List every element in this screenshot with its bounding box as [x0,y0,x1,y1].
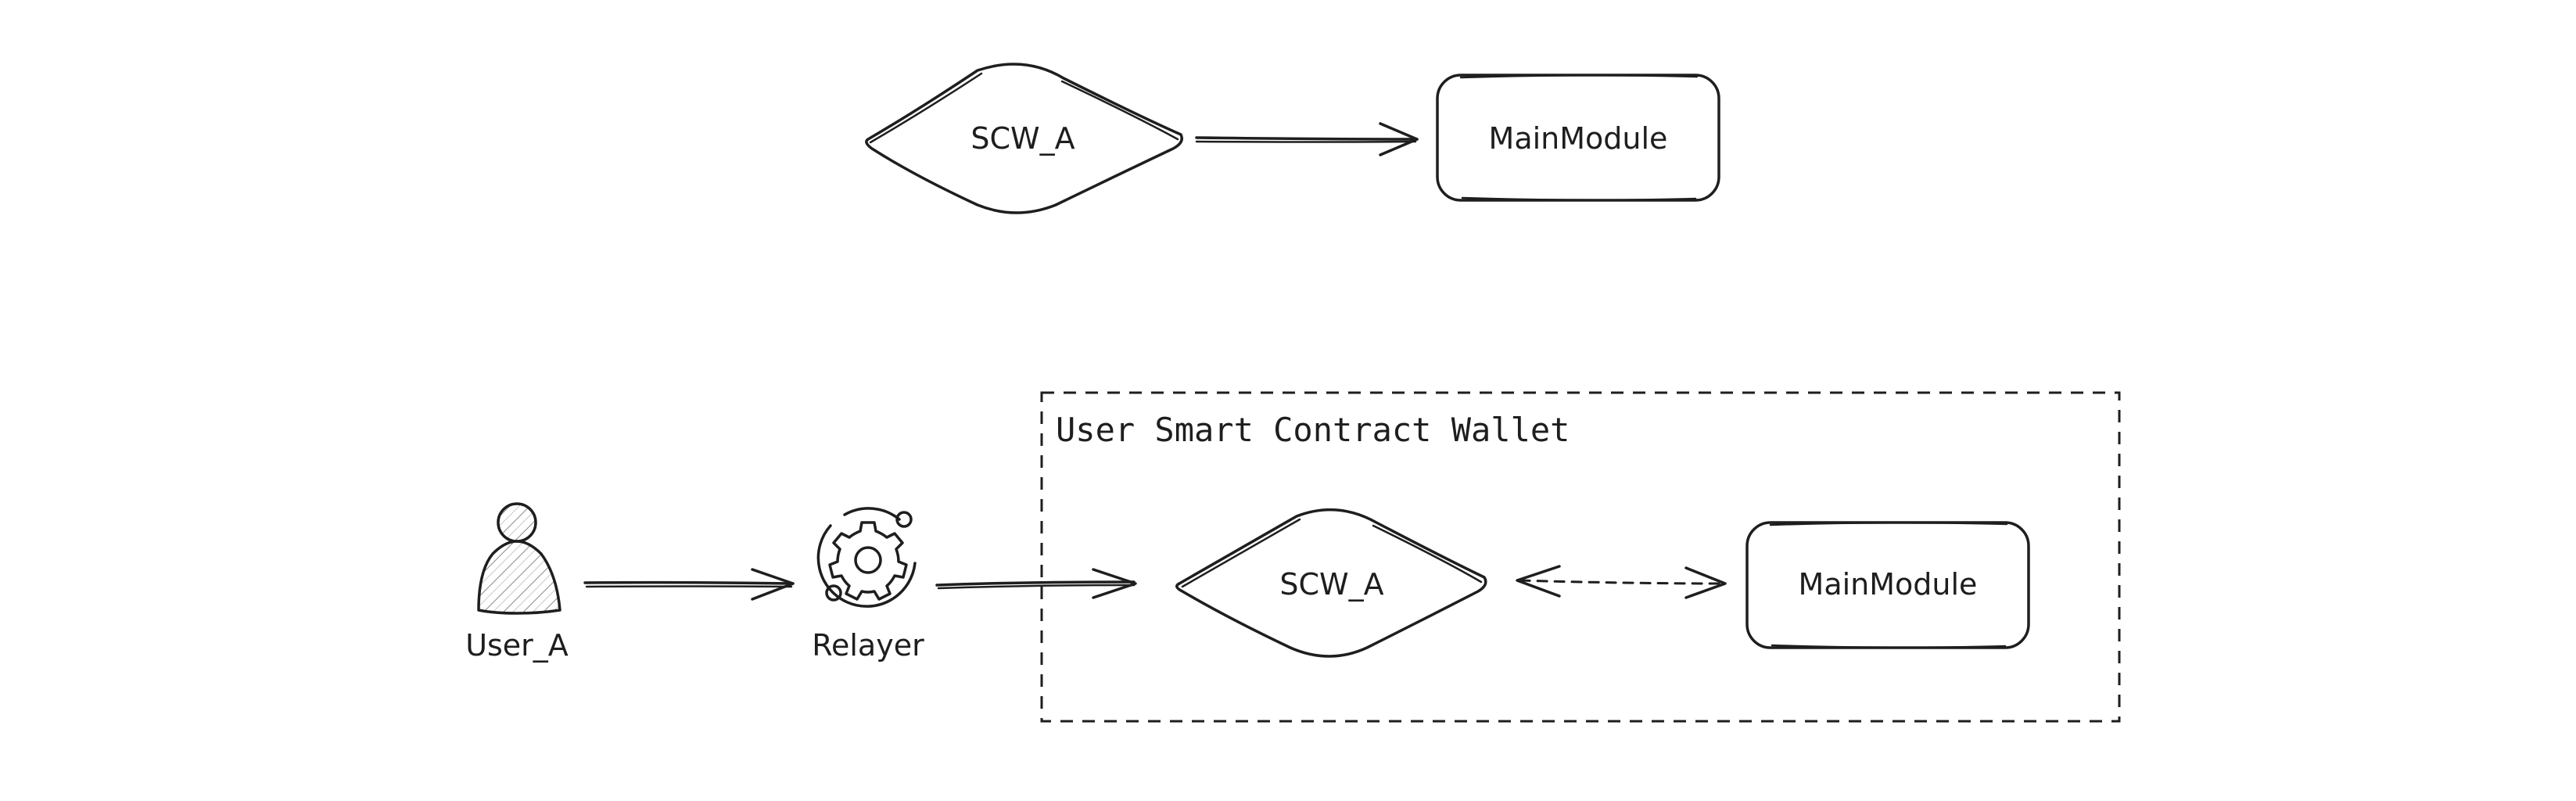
wallet-group-label: User Smart Contract Wallet [1056,411,1570,449]
bottom-contract-diamond [1175,508,1487,658]
wallet-group: User Smart Contract Wallet [1040,391,2121,723]
top-contract-diamond-sketch [869,72,1179,144]
bottom-contract-label: SCW_A [1279,567,1383,602]
gear-satellite-top [895,511,913,528]
top-module-node: MainModule [1436,74,1720,202]
person-icon-head [497,502,537,543]
relayer-arrow-line [935,580,1136,587]
bottom-module-label: MainModule [1799,567,1978,602]
top-contract-label: SCW_A [970,121,1075,156]
relayer-arrow-head [1092,568,1137,599]
contract-module-link [1516,565,1727,599]
user-arrow-line [583,580,795,585]
bidirectional-arrow-head-left [1516,565,1561,598]
gear-satellite-bottom [825,584,842,602]
top-module-label: MainModule [1489,121,1668,156]
gear-icon [816,507,917,608]
bidirectional-arrow-head-right [1684,566,1727,599]
top-flow: SCW_A MainModule [865,63,1720,214]
top-arrow-head [1379,122,1419,156]
user-node: User_A [465,502,569,663]
top-module-box-sketch [1459,74,1699,202]
bidirectional-arrow-line [1519,579,1725,585]
top-arrow [1195,122,1419,156]
bottom-contract-node: SCW_A [1175,508,1487,658]
gear-cog [828,521,908,601]
relayer-to-contract-arrow [935,568,1137,599]
gear-hub [854,546,882,574]
top-contract-node: SCW_A [865,63,1183,214]
bottom-contract-diamond-sketch [1181,518,1483,588]
relayer-node: Relayer [812,507,924,663]
relayer-arrow-line-sketch [937,584,1136,590]
relayer-label: Relayer [812,628,924,663]
gear-outer-ring-top [843,507,901,521]
user-label: User_A [465,628,569,663]
bottom-module-node: MainModule [1745,521,2030,649]
top-arrow-line [1195,136,1419,141]
user-to-relayer-arrow [583,568,795,601]
top-contract-diamond [865,63,1183,214]
gear-outer-ring [816,524,917,608]
bottom-module-box-sketch [1769,521,2008,649]
bottom-flow: User Smart Contract Wallet User_A [465,391,2121,723]
user-arrow-head [751,568,795,601]
person-icon-body [477,540,561,615]
person-icon [477,502,561,615]
